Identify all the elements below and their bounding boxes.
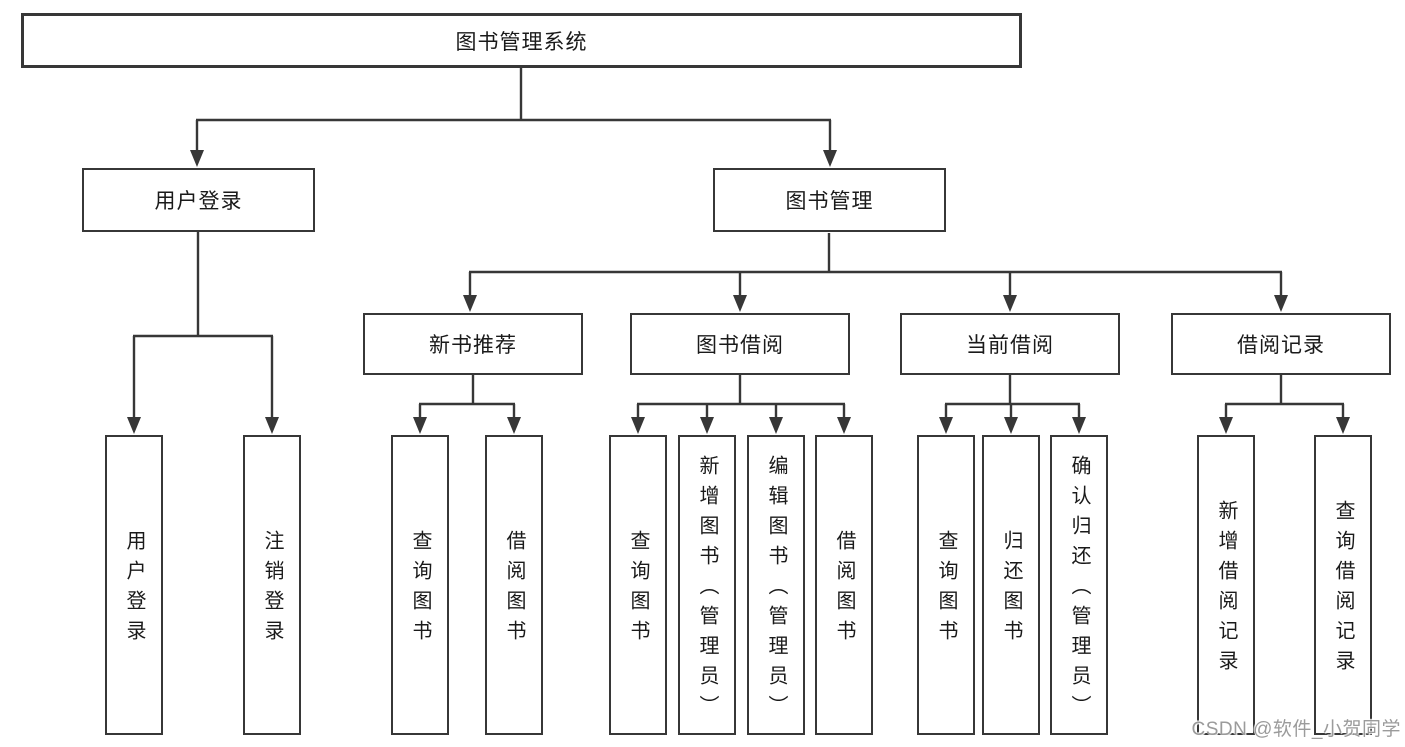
leaf-borrow-books: 借阅图书 — [815, 435, 873, 735]
node-label: 编辑图书（管理员） — [765, 455, 787, 725]
node-current-borrowing: 当前借阅 — [900, 313, 1120, 375]
node-label: 图书管理系统 — [455, 30, 588, 54]
leaf-user-login: 用户登录 — [105, 435, 163, 735]
connector-segments — [132, 68, 1345, 420]
node-label: 用户登录 — [154, 190, 243, 213]
leaf-query-books-recommend: 查询图书 — [391, 435, 449, 735]
node-label: 查询图书 — [935, 530, 957, 650]
leaf-add-book-admin: 新增图书（管理员） — [678, 435, 736, 735]
leaf-add-borrow-record: 新增借阅记录 — [1197, 435, 1255, 735]
leaf-confirm-return-admin: 确认归还（管理员） — [1050, 435, 1108, 735]
node-label: 查询图书 — [627, 530, 649, 650]
leaf-edit-book-admin: 编辑图书（管理员） — [747, 435, 805, 735]
node-label: 归还图书 — [1000, 530, 1022, 650]
node-borrowing-records: 借阅记录 — [1171, 313, 1391, 375]
leaf-borrow-books-recommend: 借阅图书 — [485, 435, 543, 735]
node-root-system: 图书管理系统 — [21, 13, 1022, 68]
node-label: 查询图书 — [409, 530, 431, 650]
node-user-login-branch: 用户登录 — [82, 168, 315, 232]
node-label: 新增借阅记录 — [1215, 500, 1237, 680]
node-book-borrowing: 图书借阅 — [630, 313, 850, 375]
node-label: 新增图书（管理员） — [696, 455, 718, 725]
node-label: 注销登录 — [261, 530, 283, 650]
node-label: 借阅记录 — [1237, 334, 1325, 357]
node-label: 确认归还（管理员） — [1068, 455, 1090, 725]
leaf-query-books-borrowing: 查询图书 — [609, 435, 667, 735]
node-label: 当前借阅 — [966, 334, 1054, 357]
node-label: 借阅图书 — [833, 530, 855, 650]
leaf-query-borrow-record: 查询借阅记录 — [1314, 435, 1372, 735]
node-label: 图书管理 — [785, 190, 874, 213]
node-new-book-recommend: 新书推荐 — [363, 313, 583, 375]
node-book-management: 图书管理 — [713, 168, 946, 232]
node-label: 图书借阅 — [696, 334, 784, 357]
node-label: 新书推荐 — [429, 334, 517, 357]
leaf-return-book: 归还图书 — [982, 435, 1040, 735]
node-label: 用户登录 — [123, 530, 145, 650]
leaf-query-books-current: 查询图书 — [917, 435, 975, 735]
csdn-watermark: CSDN @软件_小贺同学 — [1191, 719, 1401, 740]
leaf-logout: 注销登录 — [243, 435, 301, 735]
node-label: 查询借阅记录 — [1332, 500, 1354, 680]
node-label: 借阅图书 — [503, 530, 525, 650]
